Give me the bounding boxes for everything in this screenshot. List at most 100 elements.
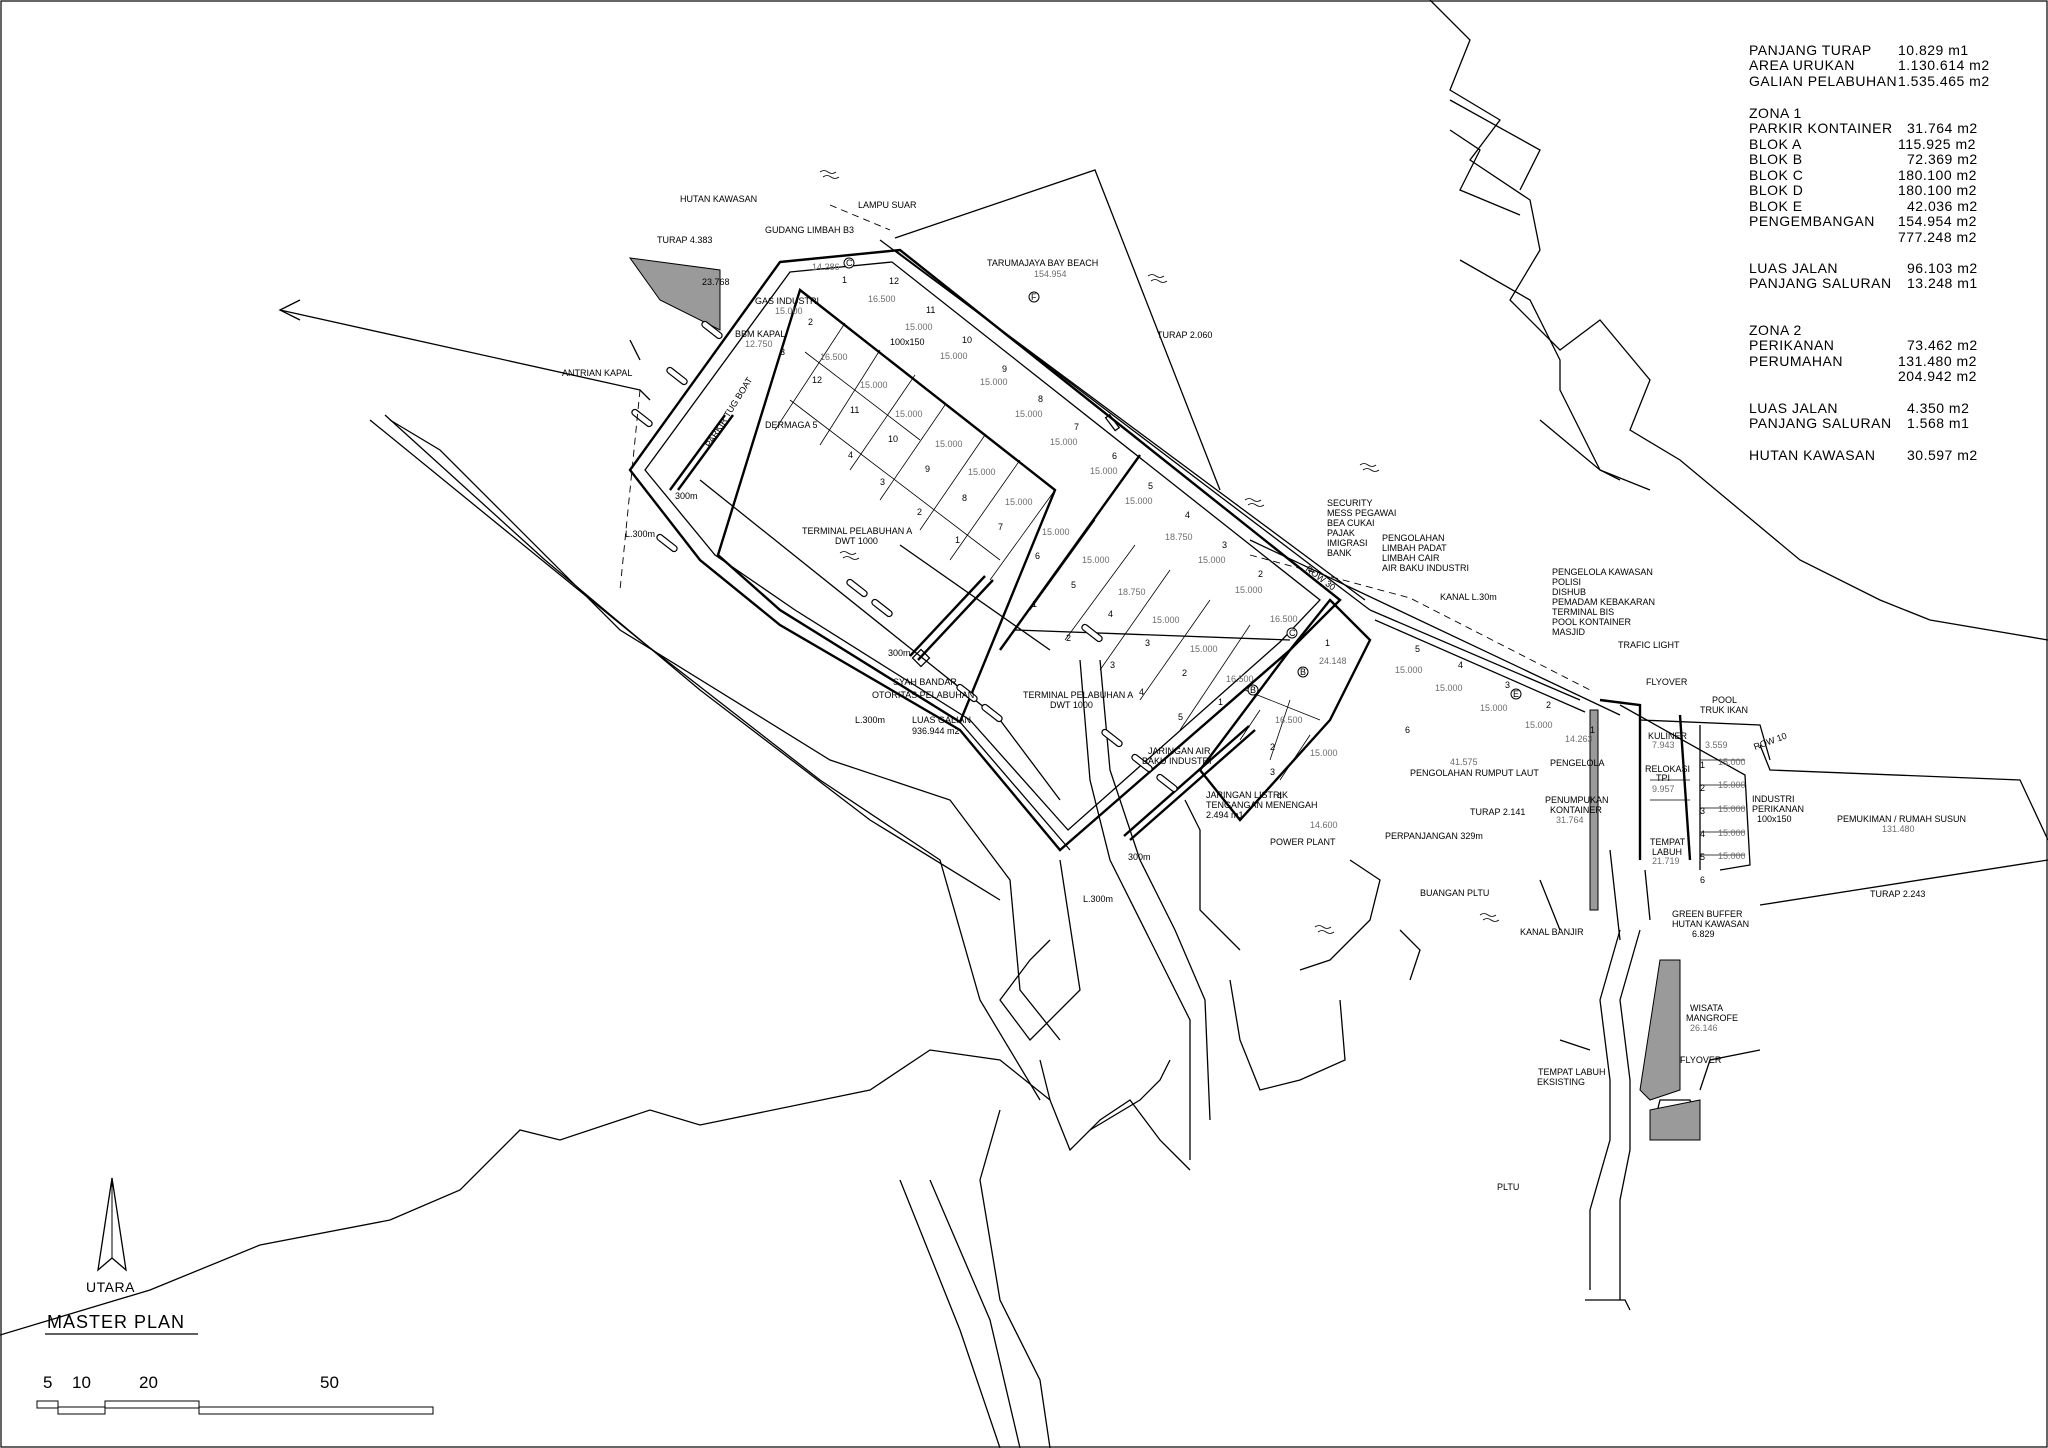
zona1-row-label: BLOK E xyxy=(1749,198,1803,214)
zona2-row-value: 73.462 m2 xyxy=(1907,337,1978,353)
plot-value: 15.000 xyxy=(1718,757,1746,767)
label-terminal-bis: TERMINAL BIS xyxy=(1552,607,1614,617)
label-rumput-area: 41.575 xyxy=(1450,757,1478,767)
label-penumpukan: PENUMPUKAN xyxy=(1545,795,1609,805)
label-baku-industri: BAKU INDUSTRI xyxy=(1142,756,1212,766)
zona2-jalan-label: LUAS JALAN xyxy=(1749,400,1838,416)
label-flyover-1: FLYOVER xyxy=(1646,677,1688,687)
label-pengelola: PENGELOLA xyxy=(1550,758,1605,768)
block-marker-b2: B xyxy=(1247,684,1259,696)
label-l300-2: L.300m xyxy=(855,715,885,725)
label-gas-industri: GAS INDUSTRI xyxy=(755,296,819,306)
plot-value: 15.000 xyxy=(1125,496,1153,506)
lot-number: 2 xyxy=(1182,668,1187,678)
label-wisata: WISATA xyxy=(1690,1003,1723,1013)
label-polisi: POLISI xyxy=(1552,577,1581,587)
label-bbm-area: 12.750 xyxy=(745,339,773,349)
lampu-suar-line xyxy=(829,204,891,231)
lot-number: 1 xyxy=(1032,599,1037,609)
lot-number: 6 xyxy=(1700,875,1705,885)
lot-number: 3 xyxy=(1270,767,1275,777)
label-terminal-a1: TERMINAL PELABUHAN A xyxy=(802,526,912,536)
label-300m-2: 300m xyxy=(888,648,911,658)
plot-value: 16.500 xyxy=(1226,674,1254,684)
scale-mark: 20 xyxy=(139,1373,158,1392)
label-turap-2243: TURAP 2.243 xyxy=(1870,889,1925,899)
plot-value: 15.000 xyxy=(905,322,933,332)
scale-mark: 5 xyxy=(43,1373,52,1392)
label-bank: BANK xyxy=(1327,548,1352,558)
lot-number: 2 xyxy=(1546,700,1551,710)
lot-number: 4 xyxy=(1185,510,1190,520)
label-kontainer: KONTAINER xyxy=(1550,805,1602,815)
svg-text:C: C xyxy=(846,258,853,268)
label-tempat-labuh-eks: TEMPAT LABUH xyxy=(1538,1067,1606,1077)
label-truk-ikan: TRUK IKAN xyxy=(1700,705,1748,715)
lot-number: 4 xyxy=(1458,660,1463,670)
svg-text:B: B xyxy=(1300,667,1306,677)
plot-values: 16.500 15.000 16.500 15.000 15.000 15.00… xyxy=(820,294,1746,861)
lot-number: 12 xyxy=(889,276,899,286)
plot-value: 15.000 xyxy=(1090,466,1118,476)
plot-value: 15.000 xyxy=(1005,497,1033,507)
lot-number: 3 xyxy=(880,477,885,487)
zona1-row-value: 72.369 m2 xyxy=(1907,151,1978,167)
label-turap-4383: TURAP 4.383 xyxy=(657,235,712,245)
zona2-total: 204.942 m2 xyxy=(1898,368,1977,384)
hatched-areas xyxy=(628,257,1701,1141)
label-hutan-area: 23.768 xyxy=(702,277,730,287)
label-power-plant: POWER PLANT xyxy=(1270,837,1336,847)
lot-number: 1 xyxy=(1325,638,1330,648)
lot-number: 3 xyxy=(780,347,785,357)
summary-galian-value: 1.535.465 m2 xyxy=(1898,73,1990,89)
zona1-row-value: 115.925 m2 xyxy=(1898,136,1976,152)
plot-value: 15.000 xyxy=(1718,851,1746,861)
label-imigrasi: IMIGRASI xyxy=(1327,538,1368,548)
plot-value: 15.000 xyxy=(1050,437,1078,447)
summary-table: PANJANG TURAP 10.829 m1 AREA URUKAN 1.13… xyxy=(1749,42,1990,463)
label-luas-galian: LUAS GALIAN xyxy=(912,715,971,725)
plot-value: 15.000 xyxy=(935,439,963,449)
summary-galian-label: GALIAN PELABUHAN xyxy=(1749,73,1897,89)
north-arrow: UTARA xyxy=(86,1177,135,1295)
label-parkir-tug: PARKIR TUG BOAT xyxy=(703,375,754,449)
svg-text:E: E xyxy=(1513,689,1519,699)
lot-number: 10 xyxy=(962,335,972,345)
plot-value: 15.000 xyxy=(980,377,1008,387)
lot-number: 1 xyxy=(1218,697,1223,707)
label-relokasi-area: 9.957 xyxy=(1652,784,1675,794)
zona1-row-label: BLOK B xyxy=(1749,151,1803,167)
label-green-buffer: GREEN BUFFER xyxy=(1672,909,1743,919)
jetties xyxy=(669,414,1256,841)
plot-value: 15.000 xyxy=(940,351,968,361)
label-kanal-banjir: KANAL BANJIR xyxy=(1520,927,1584,937)
label-jaringan-listrik: JARINGAN LISTRIK xyxy=(1206,790,1288,800)
label-100x150: 100x150 xyxy=(890,337,925,347)
lot-number: 3 xyxy=(1145,638,1150,648)
plot-value: 15.000 xyxy=(1310,748,1338,758)
lot-number: 5 xyxy=(1700,852,1705,862)
plan-labels: HUTAN KAWASAN GUDANG LIMBAH B3 LAMPU SUA… xyxy=(562,194,1966,1192)
antrian-kapal-arrow xyxy=(278,299,651,591)
label-limbah-cair: LIMBAH CAIR xyxy=(1382,553,1440,563)
scale-bar: 5 10 20 50 xyxy=(36,1373,434,1415)
plot-value: 15.000 xyxy=(1152,615,1180,625)
label-gudang-area: 14.286 xyxy=(812,262,840,272)
zona1-title: ZONA 1 xyxy=(1749,105,1802,121)
lot-number: 5 xyxy=(1148,481,1153,491)
label-tegangan: TENGANGAN MENENGAH xyxy=(1206,800,1318,810)
port-block xyxy=(628,248,1372,852)
plot-value: 16.500 xyxy=(1270,614,1298,624)
zone2-blocks xyxy=(1599,698,2048,941)
label-dermaga5: DERMAGA 5 xyxy=(765,420,818,430)
plot-value: 15.000 xyxy=(1525,720,1553,730)
zona1-saluran-label: PANJANG SALURAN xyxy=(1749,275,1892,291)
label-tarumajaya-area: 154.954 xyxy=(1034,269,1067,279)
lot-number: 12 xyxy=(812,375,822,385)
plot-value: 15.000 xyxy=(1042,527,1070,537)
lot-number: 4 xyxy=(1108,609,1113,619)
lot-number: 6 xyxy=(1035,551,1040,561)
svg-text:B: B xyxy=(1250,685,1256,695)
plot-value: 16.500 xyxy=(820,352,848,362)
lot-number: 2 xyxy=(1700,783,1705,793)
